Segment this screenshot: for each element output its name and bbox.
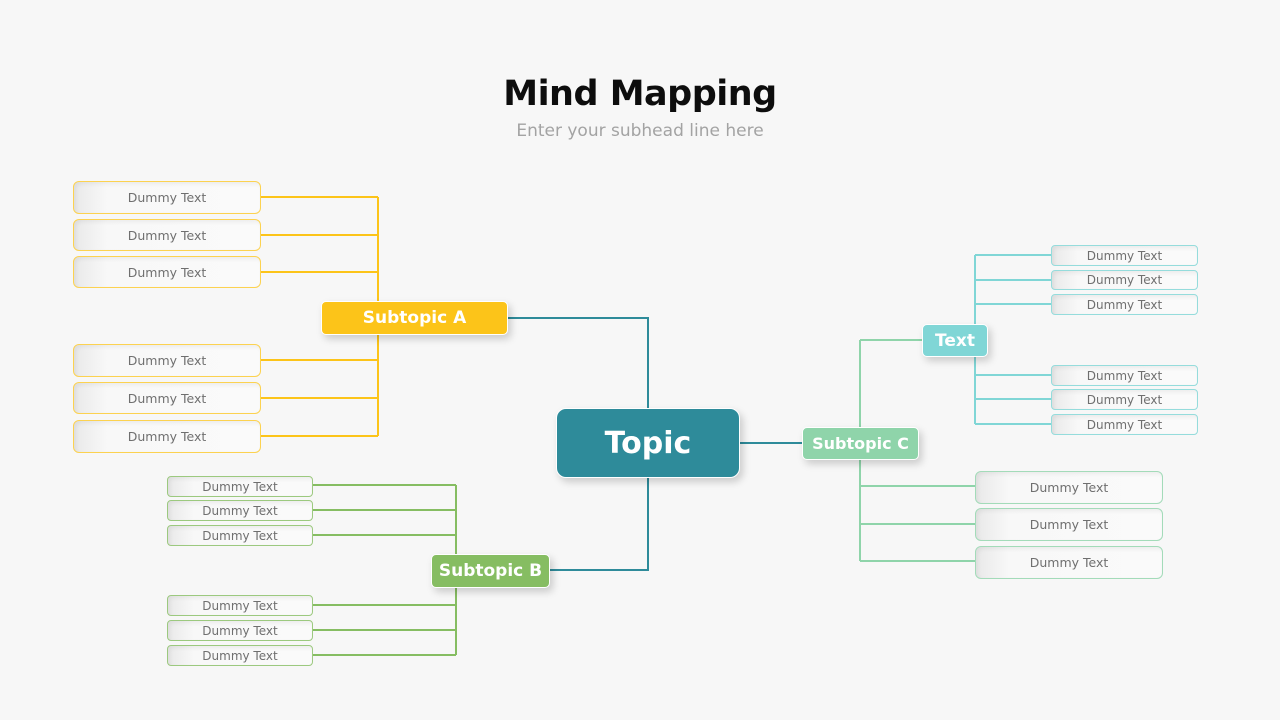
subtopic-a-item[interactable]: Dummy Text <box>73 344 261 377</box>
subtopic-a-item[interactable]: Dummy Text <box>73 382 261 414</box>
subtopic-b-item[interactable]: Dummy Text <box>167 645 313 666</box>
topic-node[interactable]: Topic <box>556 408 740 478</box>
text-node-item[interactable]: Dummy Text <box>1051 294 1198 315</box>
text-node-item[interactable]: Dummy Text <box>1051 365 1198 386</box>
text-node[interactable]: Text <box>922 324 988 357</box>
slide-title: Mind Mapping <box>503 74 777 114</box>
text-node-item[interactable]: Dummy Text <box>1051 245 1198 266</box>
text-node-item[interactable]: Dummy Text <box>1051 389 1198 410</box>
subtopic-a-item[interactable]: Dummy Text <box>73 420 261 453</box>
subtopic-b-item[interactable]: Dummy Text <box>167 620 313 641</box>
subtopic-b-item[interactable]: Dummy Text <box>167 595 313 616</box>
subtopic-c-item[interactable]: Dummy Text <box>975 471 1163 504</box>
subtopic-b-item[interactable]: Dummy Text <box>167 525 313 546</box>
slide-subtitle: Enter your subhead line here <box>516 121 764 141</box>
subtopic-a-node[interactable]: Subtopic A <box>321 301 508 335</box>
subtopic-c-item[interactable]: Dummy Text <box>975 508 1163 541</box>
subtopic-a-item[interactable]: Dummy Text <box>73 256 261 288</box>
subtopic-a-item[interactable]: Dummy Text <box>73 219 261 251</box>
text-node-item[interactable]: Dummy Text <box>1051 414 1198 435</box>
subtopic-a-item[interactable]: Dummy Text <box>73 181 261 214</box>
subtopic-b-item[interactable]: Dummy Text <box>167 476 313 497</box>
subtopic-b-item[interactable]: Dummy Text <box>167 500 313 521</box>
subtopic-c-item[interactable]: Dummy Text <box>975 546 1163 579</box>
text-node-item[interactable]: Dummy Text <box>1051 270 1198 290</box>
subtopic-b-node[interactable]: Subtopic B <box>431 554 550 588</box>
subtopic-c-node[interactable]: Subtopic C <box>802 427 919 460</box>
